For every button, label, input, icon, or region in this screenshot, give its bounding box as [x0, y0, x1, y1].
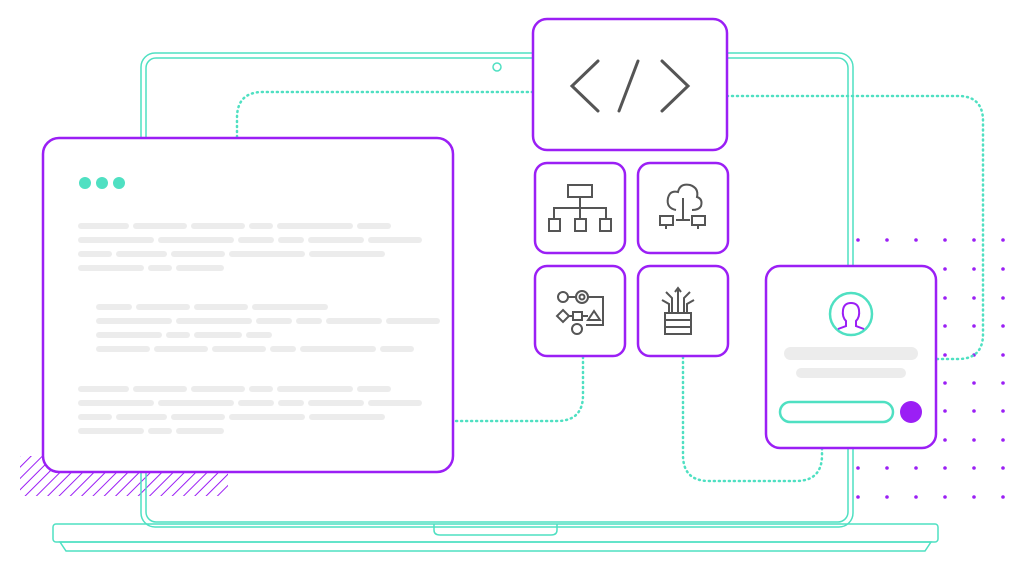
name-placeholder	[784, 347, 918, 360]
grid-dot	[1001, 381, 1005, 385]
cloud-network-icon	[659, 183, 706, 229]
window-dot	[96, 177, 108, 189]
text-placeholder-lines	[78, 223, 440, 434]
grid-dot	[914, 495, 918, 499]
grid-dot	[972, 238, 976, 242]
grid-dot	[972, 324, 976, 328]
grid-dot	[972, 466, 976, 470]
grid-dot	[943, 238, 947, 242]
user-icon	[837, 301, 865, 330]
grid-dot	[1001, 296, 1005, 300]
grid-dot	[943, 353, 947, 357]
server-data-icon	[661, 286, 695, 335]
server-data-tile[interactable]	[636, 264, 730, 358]
submit-button[interactable]	[900, 401, 922, 423]
grid-dot	[943, 495, 947, 499]
grid-dot	[1001, 466, 1005, 470]
grid-dot	[972, 409, 976, 413]
grid-dot	[972, 381, 976, 385]
grid-dot	[1001, 409, 1005, 413]
grid-dot	[972, 438, 976, 442]
workflow-icon	[555, 290, 604, 335]
grid-dot	[1001, 267, 1005, 271]
code-icon	[569, 59, 691, 113]
grid-dot	[1001, 438, 1005, 442]
code-tile[interactable]	[531, 17, 729, 152]
grid-dot	[1001, 353, 1005, 357]
cloud-network-tile[interactable]	[636, 161, 730, 255]
profile-card	[764, 264, 938, 450]
document-window	[41, 136, 455, 474]
connector-lines	[235, 90, 985, 483]
grid-dot	[914, 238, 918, 242]
grid-dot	[1001, 238, 1005, 242]
subtitle-placeholder	[796, 368, 906, 378]
grid-dot	[943, 466, 947, 470]
grid-dot	[972, 296, 976, 300]
input-field[interactable]	[778, 400, 895, 424]
grid-dot	[972, 495, 976, 499]
window-dot	[113, 177, 125, 189]
grid-dot	[943, 409, 947, 413]
grid-dot	[943, 438, 947, 442]
grid-dot	[1001, 495, 1005, 499]
hierarchy-tile[interactable]	[533, 161, 627, 255]
grid-dot	[856, 238, 860, 242]
grid-dot	[914, 466, 918, 470]
workflow-tile[interactable]	[533, 264, 627, 358]
grid-dot	[856, 466, 860, 470]
grid-dot	[1001, 324, 1005, 328]
grid-dot	[943, 381, 947, 385]
grid-dot	[856, 495, 860, 499]
grid-dot	[943, 296, 947, 300]
grid-dot	[943, 267, 947, 271]
hierarchy-icon	[548, 184, 612, 232]
grid-dot	[943, 324, 947, 328]
avatar	[828, 291, 874, 337]
grid-dot	[885, 238, 889, 242]
window-dot	[79, 177, 91, 189]
grid-dot	[885, 495, 889, 499]
grid-dot	[885, 466, 889, 470]
grid-dot	[972, 267, 976, 271]
dot-grid	[856, 238, 1005, 499]
